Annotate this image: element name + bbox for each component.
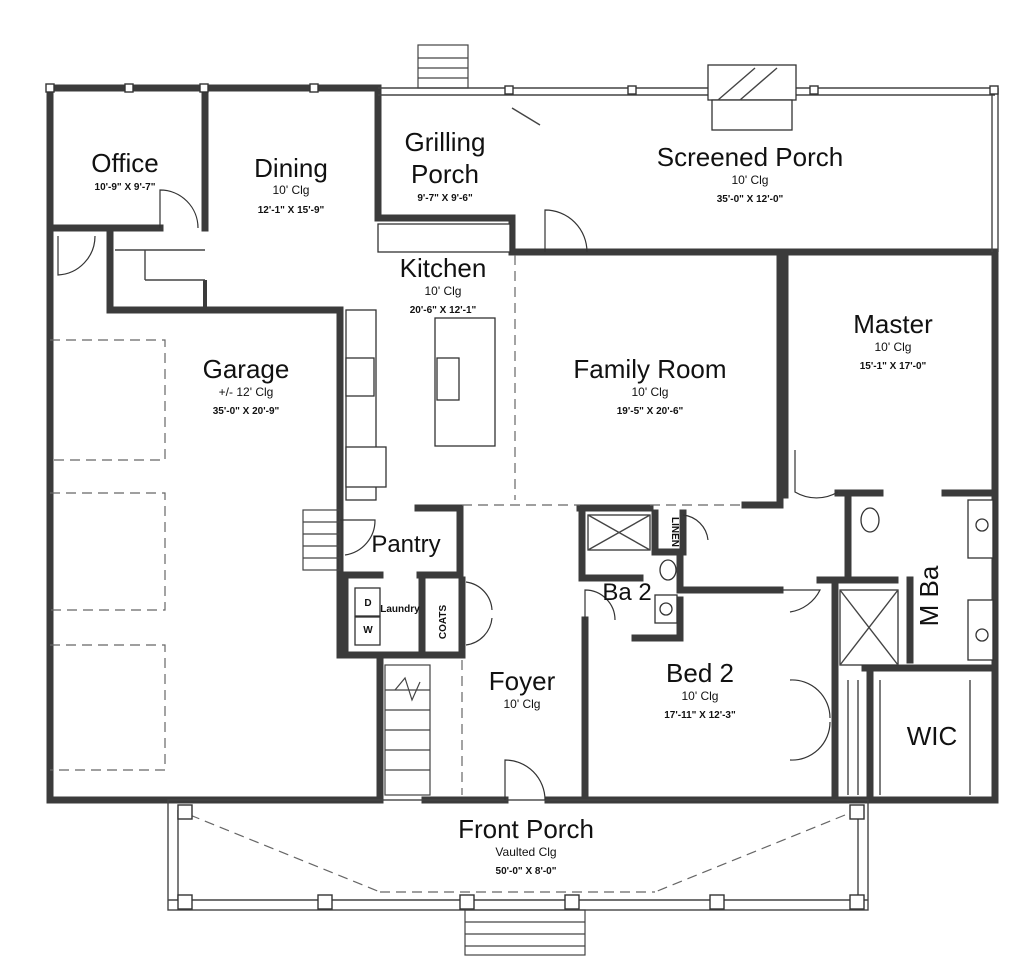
- bath2-name: Ba 2: [602, 579, 651, 606]
- bed2-name: Bed 2: [666, 658, 734, 688]
- dining-name: Dining: [254, 153, 328, 183]
- kitchen-dims: 20'-6" X 12'-1": [410, 305, 477, 316]
- screened-porch-ceiling: 10' Clg: [732, 173, 769, 187]
- garage-name: Garage: [203, 354, 290, 384]
- pantry-name: Pantry: [371, 531, 440, 558]
- foyer-ceiling: 10' Clg: [504, 697, 541, 711]
- wic-name: WIC: [907, 721, 958, 751]
- master-name: Master: [853, 309, 933, 339]
- porch-posts: [45, 83, 999, 910]
- front-porch-dims: 50'-0" X 8'-0": [496, 866, 557, 877]
- kitchen-ceiling: 10' Clg: [425, 284, 462, 298]
- interior-walls: [46, 84, 999, 804]
- grilling-porch-name-line1: Grilling: [405, 127, 486, 157]
- grilling-porch-name-line2: Porch: [411, 159, 479, 189]
- office-dims: 10'-9" X 9'-7": [95, 182, 156, 193]
- stairs: [302, 44, 586, 956]
- kitchen-name: Kitchen: [400, 253, 487, 283]
- coats-label: COATS: [438, 605, 449, 640]
- bed2-dims: 17'-11" X 12'-3": [664, 710, 736, 721]
- master-ceiling: 10' Clg: [875, 340, 912, 354]
- garage-dims: 35'-0" X 20'-9": [213, 406, 280, 417]
- laundry-name: Laundry: [380, 604, 420, 615]
- doors: [57, 107, 839, 801]
- washer-label: W: [363, 625, 373, 636]
- screened-porch-dims: 35'-0" X 12'-0": [717, 194, 784, 205]
- screened-porch-name: Screened Porch: [657, 142, 843, 172]
- family-room-ceiling: 10' Clg: [632, 385, 669, 399]
- room-labels: Office 10'-9" X 9'-7" Dining 10' Clg 12'…: [91, 127, 957, 877]
- dining-dims: 12'-1" X 15'-9": [258, 205, 325, 216]
- fixtures: [115, 64, 994, 795]
- dining-ceiling: 10' Clg: [273, 183, 310, 197]
- bed2-ceiling: 10' Clg: [682, 689, 719, 703]
- porch-outlines: [50, 87, 999, 911]
- master-dims: 15'-1" X 17'-0": [860, 361, 927, 372]
- grilling-porch-dims: 9'-7" X 9'-6": [417, 193, 473, 204]
- garage-ceiling: +/- 12' Clg: [219, 385, 274, 399]
- linen-label: LINEN: [669, 517, 680, 547]
- dryer-label: D: [364, 598, 371, 609]
- family-room-dims: 19'-5" X 20'-6": [617, 406, 684, 417]
- front-porch-ceiling: Vaulted Clg: [495, 845, 556, 859]
- family-room-name: Family Room: [573, 354, 726, 384]
- master-bath-name: M Ba: [914, 565, 944, 626]
- front-porch-name: Front Porch: [458, 814, 594, 844]
- office-name: Office: [91, 148, 158, 178]
- foyer-name: Foyer: [489, 666, 556, 696]
